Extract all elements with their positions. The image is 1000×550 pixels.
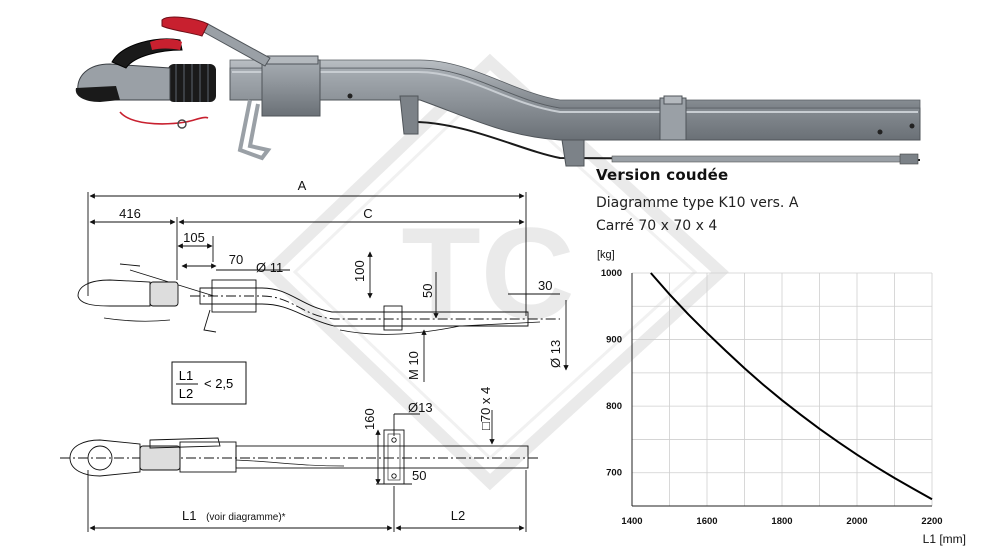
chart-x-tick-label: 2000 bbox=[846, 516, 867, 527]
chart-y-axis-label: [kg] bbox=[597, 249, 615, 261]
dim-50-top-label: 50 bbox=[412, 468, 426, 483]
dim-L2-label: L2 bbox=[451, 508, 465, 523]
top-lever bbox=[149, 437, 221, 449]
tube-clamp bbox=[659, 97, 687, 141]
side-bellows bbox=[149, 281, 179, 307]
side-housing bbox=[211, 279, 257, 313]
top-view-labels: 160 Ø13 □70 x 4 50 L1 (voir diagramme)* … bbox=[182, 387, 493, 523]
support-leg bbox=[237, 99, 272, 161]
chart-y-tick-label: 900 bbox=[606, 335, 622, 346]
side-view-labels: A 416 C 105 70 Ø 11 100 50 30 M 10 Ø 13 bbox=[119, 178, 563, 380]
dim-hole-label: Ø 11 bbox=[256, 260, 283, 275]
dim-m10-label: M 10 bbox=[406, 351, 421, 380]
brake-cable bbox=[417, 121, 921, 161]
coupling-handle-red bbox=[150, 39, 182, 50]
chart-subtitle-square: Carré 70 x 70 x 4 bbox=[596, 218, 718, 234]
chart-x-tick-label: 2200 bbox=[921, 516, 942, 527]
dim-105-label: 105 bbox=[183, 230, 205, 245]
top-hole bbox=[391, 473, 397, 479]
side-breakaway bbox=[103, 317, 171, 322]
top-housing bbox=[179, 441, 237, 473]
load-chart: 1400 1600 1800 2000 2200 700 800 900 1000 [kg] L1 … bbox=[597, 249, 966, 546]
tube-clamp-top bbox=[663, 95, 683, 105]
bellows bbox=[168, 64, 216, 102]
dim-13-label: Ø 13 bbox=[548, 340, 563, 368]
chart-x-tick-label: 1400 bbox=[621, 516, 642, 527]
dim-L1-symbol: L1 bbox=[182, 508, 196, 523]
dim-A-label: A bbox=[298, 178, 307, 193]
watermark-diamond bbox=[261, 53, 729, 491]
dim-416-label: 416 bbox=[119, 206, 141, 221]
chart-y-tick-label: 1000 bbox=[601, 268, 622, 279]
side-support-leg bbox=[203, 309, 217, 333]
chart-y-tick-label: 800 bbox=[606, 401, 622, 412]
chart-x-tick-label: 1800 bbox=[771, 516, 792, 527]
housing-top bbox=[263, 55, 319, 65]
chart-heading: Version coudée bbox=[596, 166, 729, 184]
tube-hole bbox=[909, 123, 915, 129]
handbrake-grip bbox=[161, 16, 209, 37]
dim-70-label: 70 bbox=[229, 252, 243, 267]
side-cable bbox=[339, 321, 541, 335]
dim-50-label: 50 bbox=[420, 284, 435, 298]
chart-series-line bbox=[650, 272, 933, 501]
chart-y-tick-label: 700 bbox=[606, 468, 622, 479]
brake-housing bbox=[261, 59, 321, 117]
lower-bracket bbox=[399, 95, 419, 135]
breakaway-ring bbox=[177, 119, 187, 129]
tube-hole bbox=[347, 93, 353, 99]
chart-x-axis-label: L1 [mm] bbox=[923, 532, 966, 546]
cable-fitting bbox=[899, 153, 919, 165]
ratio-frame bbox=[171, 361, 247, 405]
top-drawbar bbox=[235, 445, 529, 469]
coupling-ball-cup bbox=[75, 86, 120, 102]
side-coupling bbox=[77, 279, 151, 307]
dim-100-label: 100 bbox=[352, 260, 367, 282]
rear-bracket bbox=[561, 139, 585, 167]
side-view-drawing bbox=[77, 192, 569, 382]
ratio-denominator: L2 bbox=[179, 386, 193, 401]
tube-hole bbox=[877, 129, 883, 135]
top-hole bbox=[391, 437, 397, 443]
top-bracket-inner bbox=[387, 433, 401, 481]
dim-30-label: 30 bbox=[538, 278, 552, 293]
dim-square-label: □70 x 4 bbox=[478, 387, 493, 430]
cable-end bbox=[611, 155, 913, 163]
dim-L1-label: L1 (voir diagramme)* bbox=[182, 508, 286, 523]
product-photo bbox=[75, 16, 921, 167]
dim-L1-note: (voir diagramme)* bbox=[206, 512, 286, 523]
top-bellows bbox=[139, 445, 181, 471]
side-centerline bbox=[190, 295, 560, 320]
breakaway-cable bbox=[119, 111, 209, 125]
top-view-drawing bbox=[60, 410, 540, 532]
ratio-box: L1 L2 < 2,5 bbox=[171, 361, 247, 405]
watermark-diamond-inner bbox=[292, 83, 698, 461]
tube-highlight bbox=[232, 71, 918, 113]
chart-x-tick-label: 1600 bbox=[696, 516, 717, 527]
dim-C-label: C bbox=[363, 206, 372, 221]
ratio-relation: < 2,5 bbox=[204, 376, 233, 391]
top-cable bbox=[235, 459, 345, 467]
dim-160-label: 160 bbox=[362, 408, 377, 430]
chart-subtitle-diagram: Diagramme type K10 vers. A bbox=[596, 195, 799, 211]
dim-13-top-label: Ø13 bbox=[408, 400, 433, 415]
ratio-numerator: L1 bbox=[179, 368, 193, 383]
side-clamp bbox=[383, 305, 403, 331]
top-coupling-ball bbox=[87, 445, 113, 471]
